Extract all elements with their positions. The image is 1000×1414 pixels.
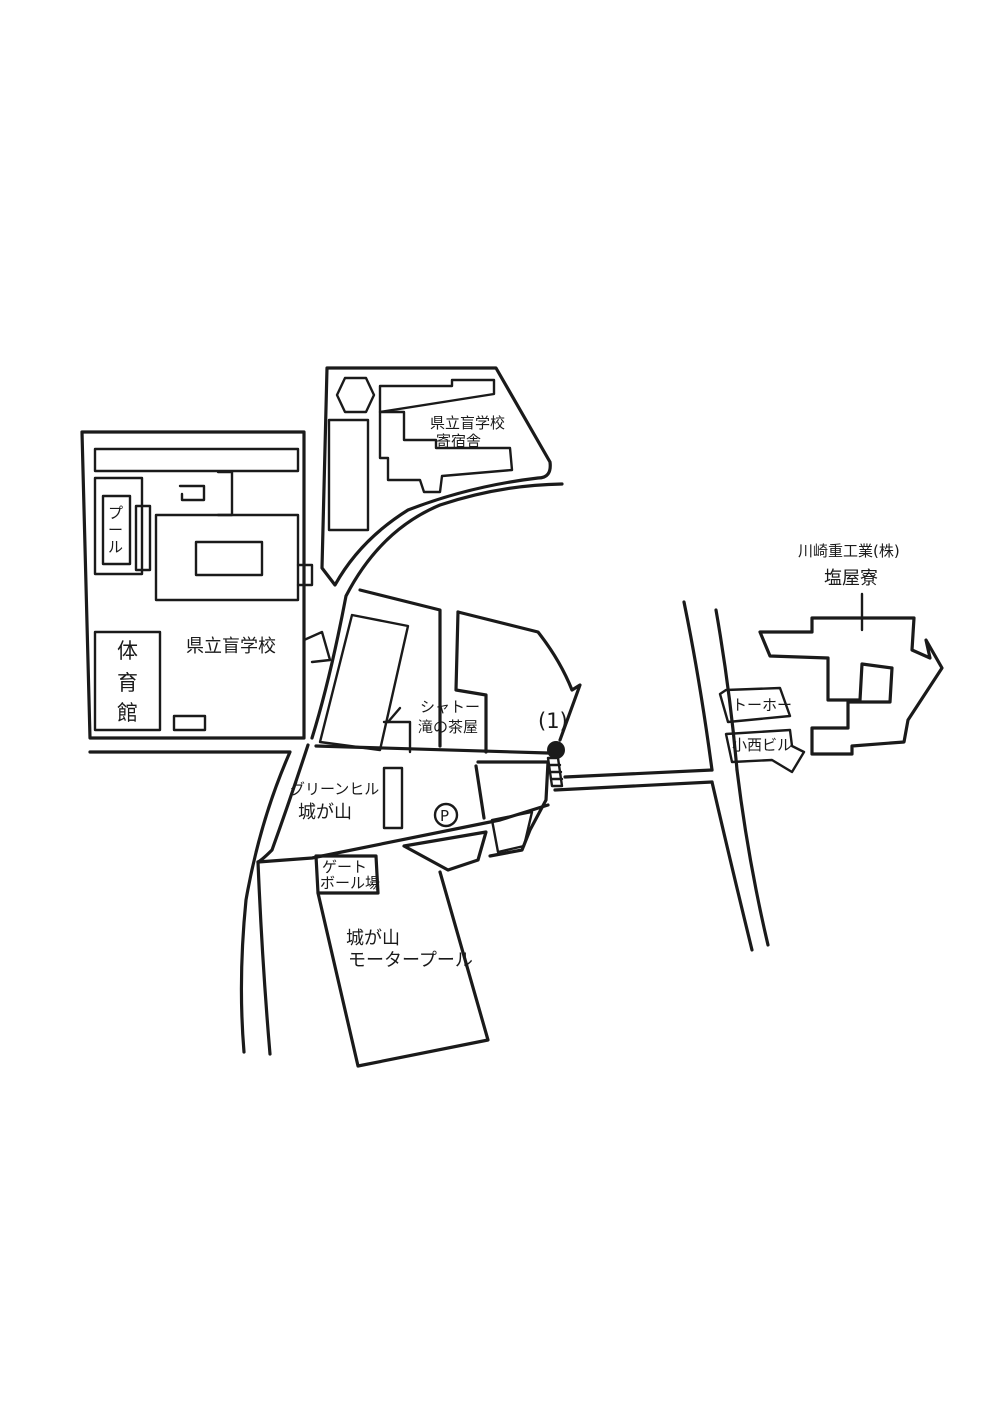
gym-label-2: 育 [117,671,138,695]
school-label: 県立盲学校 [186,636,276,657]
konishi-label: 小西ビル [732,736,792,754]
school-main-building [154,513,300,602]
hexagon-building [335,376,376,414]
konishi-building [724,728,806,774]
toho-building [718,686,792,724]
school-compound [80,430,332,740]
greenhill-block [382,760,550,872]
dorm-label-2: 寄宿舎 [436,432,481,450]
gateball-label-2: ボール場 [320,874,380,892]
point-1-label: (1) [538,709,568,733]
chateau-label-1: シャトー [420,698,480,716]
chateau-block [318,588,582,754]
stairs [546,756,564,788]
pool-label-2: ー [108,521,123,539]
pool-label-3: ル [108,538,123,556]
greenhill-building [382,766,404,830]
gym-label-1: 体 [117,639,138,663]
point-1-marker [547,741,565,759]
greenhill-label-1: グリーンヒル [290,780,379,798]
right-buildings [718,592,944,774]
gym-label-3: 館 [117,701,138,725]
parking-icon [433,802,459,828]
dorm-label-1: 県立盲学校 [430,414,505,432]
kawasaki-label-2: 塩屋寮 [824,568,878,589]
gateball-label-1: ゲート [322,858,367,876]
greenhill-upper-building [318,613,410,752]
dorm-west-building [327,418,370,532]
kawasaki-label-1: 川崎重工業(株) [798,542,900,560]
greenhill-label-2: 城が山 [298,802,352,823]
kawasaki-dorm [758,616,944,756]
school-courtyard [194,540,264,577]
chateau-label-2: 滝の茶屋 [418,718,478,736]
roads [88,482,770,1056]
parking-label: P [440,807,449,825]
pool-block [93,476,144,576]
pool-label-1: プ [108,504,123,522]
motorpool-label-2: モータープール [348,950,473,971]
gateball-motorpool [314,854,490,1068]
gateball-field [314,854,380,895]
motorpool-label-1: 城が山 [346,928,400,949]
gym [93,630,162,732]
school-north-building [93,447,300,473]
dorm-compound [320,366,552,587]
pool [101,494,132,566]
toho-label: トーホー [732,696,792,714]
